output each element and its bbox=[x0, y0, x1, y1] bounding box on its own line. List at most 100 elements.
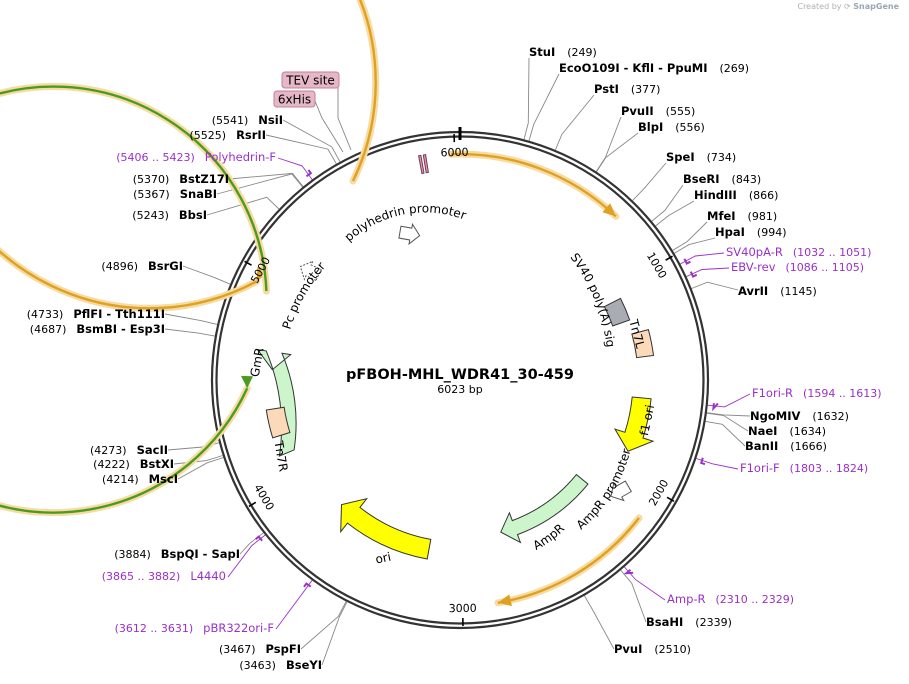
primer-leader bbox=[707, 393, 751, 408]
enzyme-position: (994) bbox=[757, 226, 787, 239]
enzyme-position: (5370) bbox=[133, 173, 170, 186]
enzyme-leader bbox=[321, 601, 348, 666]
enzyme-position: (1145) bbox=[780, 285, 817, 298]
primer-leader bbox=[696, 458, 739, 470]
tag-6xhis: 6xHis bbox=[273, 90, 316, 108]
tag-tev-leader bbox=[337, 88, 352, 151]
primer-range: (3612 .. 3631) bbox=[115, 622, 194, 635]
scale-tick-label: 5000 bbox=[248, 255, 273, 286]
enzyme-label: BstXI bbox=[140, 457, 174, 471]
feature-tn7l bbox=[631, 328, 655, 359]
enzyme-leader bbox=[206, 196, 280, 216]
enzyme-position: (555) bbox=[666, 105, 696, 118]
enzyme-label: BstZ17I bbox=[179, 172, 229, 186]
primer-range: (1086 .. 1105) bbox=[786, 261, 865, 274]
scale-tick-label: 3000 bbox=[449, 602, 477, 615]
primer-label: L4440 bbox=[190, 569, 226, 583]
enzyme-label: SacII bbox=[137, 443, 168, 457]
enzyme-label: BseRI bbox=[683, 172, 720, 186]
credit-prefix: Created by bbox=[797, 2, 842, 11]
scale-tick bbox=[666, 496, 675, 502]
tag-tev-site: TEV site bbox=[281, 71, 340, 89]
primer-label: F1ori-R bbox=[752, 386, 793, 400]
enzyme-label: SpeI bbox=[666, 150, 695, 164]
orf-polyhedrin-insert-glow bbox=[447, 150, 620, 220]
enzyme-position: (5541) bbox=[212, 114, 249, 127]
enzyme-leader bbox=[651, 184, 684, 222]
enzyme-label: BsaHI bbox=[646, 615, 683, 629]
enzyme-position: (3884) bbox=[114, 548, 151, 561]
enzyme-position: (4896) bbox=[101, 260, 138, 273]
enzyme-label: BsmBI - Esp3I bbox=[76, 322, 165, 336]
primer-range: (1032 .. 1051) bbox=[793, 246, 872, 259]
enzyme-leader bbox=[265, 134, 337, 165]
feature-polyhedrin-promoter-arrow bbox=[398, 222, 421, 246]
enzyme-label: EcoO109I - KflI - PpuMI bbox=[559, 61, 707, 75]
primer-label: pBR322ori-F bbox=[203, 621, 274, 635]
enzyme-position: (269) bbox=[719, 62, 749, 75]
tag-tev-label: TEV site bbox=[285, 74, 335, 88]
enzyme-leader bbox=[691, 281, 739, 291]
enzyme-leader bbox=[300, 601, 347, 650]
primer-label: Amp-R bbox=[667, 592, 706, 606]
enzyme-label: BbsI bbox=[179, 208, 207, 222]
enzyme-position: (377) bbox=[631, 83, 661, 96]
enzyme-leader bbox=[177, 457, 224, 480]
orf-polyhedrin-insert bbox=[450, 152, 617, 218]
primer-leader bbox=[275, 580, 313, 630]
enzyme-leader bbox=[282, 119, 341, 163]
primer-range: (2310 .. 2329) bbox=[716, 593, 795, 606]
enzyme-label: BsrGI bbox=[148, 259, 183, 273]
feature-tn7r bbox=[265, 406, 291, 439]
primer-range: (5406 .. 5423) bbox=[116, 151, 195, 164]
primer-leader bbox=[624, 566, 666, 601]
enzyme-label: PspFI bbox=[266, 642, 301, 656]
primer-mark bbox=[683, 258, 691, 265]
enzyme-label: PvuII bbox=[621, 104, 654, 118]
enzyme-position: (4733) bbox=[27, 308, 64, 321]
primer-range: (1594 .. 1613) bbox=[803, 387, 882, 400]
enzyme-label: PflFI - Tth111I bbox=[73, 307, 165, 321]
enzyme-label: StuI bbox=[529, 45, 555, 59]
orf-ampr-region bbox=[497, 517, 640, 604]
primer-label: EBV-rev bbox=[731, 260, 776, 274]
enzyme-position: (843) bbox=[732, 173, 762, 186]
enzyme-leader bbox=[595, 116, 622, 172]
plasmid-name: pFBOH-MHL_WDR41_30-459 bbox=[346, 367, 574, 383]
enzyme-label: MscI bbox=[149, 472, 178, 486]
enzyme-label: RsrII bbox=[236, 128, 266, 142]
enzyme-leader bbox=[632, 162, 667, 201]
feature-label-ori: ori bbox=[374, 550, 392, 567]
scale-tick bbox=[248, 501, 257, 508]
enzyme-position: (2510) bbox=[654, 643, 691, 656]
primer-label: Polyhedrin-F bbox=[205, 150, 276, 164]
feature-label-tn7l: Tn7L bbox=[626, 317, 647, 350]
scale-tick bbox=[244, 260, 252, 266]
primer-leader bbox=[686, 267, 730, 277]
orf-gmr-region bbox=[0, 85, 268, 514]
enzyme-leader bbox=[554, 94, 595, 151]
credit-brand: SnapGene bbox=[853, 2, 899, 11]
enzyme-position: (734) bbox=[707, 151, 737, 164]
enzyme-label: SnaBI bbox=[180, 187, 217, 201]
enzyme-leader bbox=[620, 569, 647, 623]
primer-label: SV40pA-R bbox=[726, 245, 783, 259]
primer-mark bbox=[303, 582, 312, 588]
enzyme-leader bbox=[239, 532, 264, 555]
feature-f1-ori bbox=[613, 396, 655, 452]
enzyme-label: PvuI bbox=[614, 642, 642, 656]
enzyme-leader bbox=[182, 265, 231, 285]
enzyme-label: NaeI bbox=[748, 424, 777, 438]
enzyme-label: BlpI bbox=[638, 120, 663, 134]
feature-ampr-promoter-arrow bbox=[610, 480, 632, 502]
feature-ori bbox=[340, 497, 432, 560]
scale-tick-label: 6000 bbox=[440, 146, 468, 160]
enzyme-position: (3467) bbox=[219, 643, 256, 656]
enzyme-label: BanII bbox=[745, 439, 778, 453]
enzyme-leader bbox=[228, 172, 304, 187]
primer-leader bbox=[680, 252, 725, 265]
orf-gmr-region-arrowhead bbox=[241, 375, 253, 389]
feature-label-gmr: GmR bbox=[248, 347, 267, 378]
feature-label-f1-ori: f1 ori bbox=[637, 403, 657, 437]
